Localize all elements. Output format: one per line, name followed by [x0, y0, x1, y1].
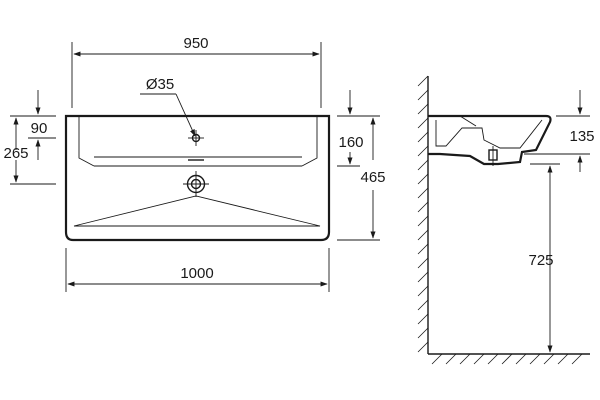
sink-side-profile [428, 114, 552, 166]
sink-side-rim [459, 115, 477, 127]
tap-hole [188, 130, 204, 146]
sink-outline [64, 114, 331, 242]
dim-label-135: 135 [569, 128, 594, 145]
basin-slope [73, 195, 321, 227]
dimension-right-stack: 160 465 [337, 90, 386, 241]
dimension-left-stack: 90 265 [3, 90, 56, 185]
floor-hatching [431, 353, 583, 365]
dim-label-265: 265 [3, 145, 28, 162]
sink-side-inner [435, 119, 543, 149]
dim-label-1000: 1000 [180, 265, 213, 282]
dim-label-465: 465 [360, 169, 385, 186]
basin-inner-left-wall [78, 116, 95, 167]
side-drain [488, 146, 498, 166]
dim-label-950: 950 [183, 35, 208, 52]
basin-inner-right-wall [301, 116, 318, 167]
dimension-hole-diameter: Ø35 [140, 76, 196, 137]
sink-plan-view [64, 114, 331, 242]
dim-label-hole-diameter: Ø35 [146, 76, 174, 93]
wall-hatching [417, 75, 429, 353]
dimension-950: 950 [71, 35, 322, 108]
side-view: 135 725 [417, 75, 595, 365]
dim-label-90: 90 [31, 120, 48, 137]
dimension-1000: 1000 [65, 248, 330, 292]
dim-label-725: 725 [528, 252, 553, 269]
drain [183, 171, 209, 197]
dim-label-160: 160 [338, 134, 363, 151]
